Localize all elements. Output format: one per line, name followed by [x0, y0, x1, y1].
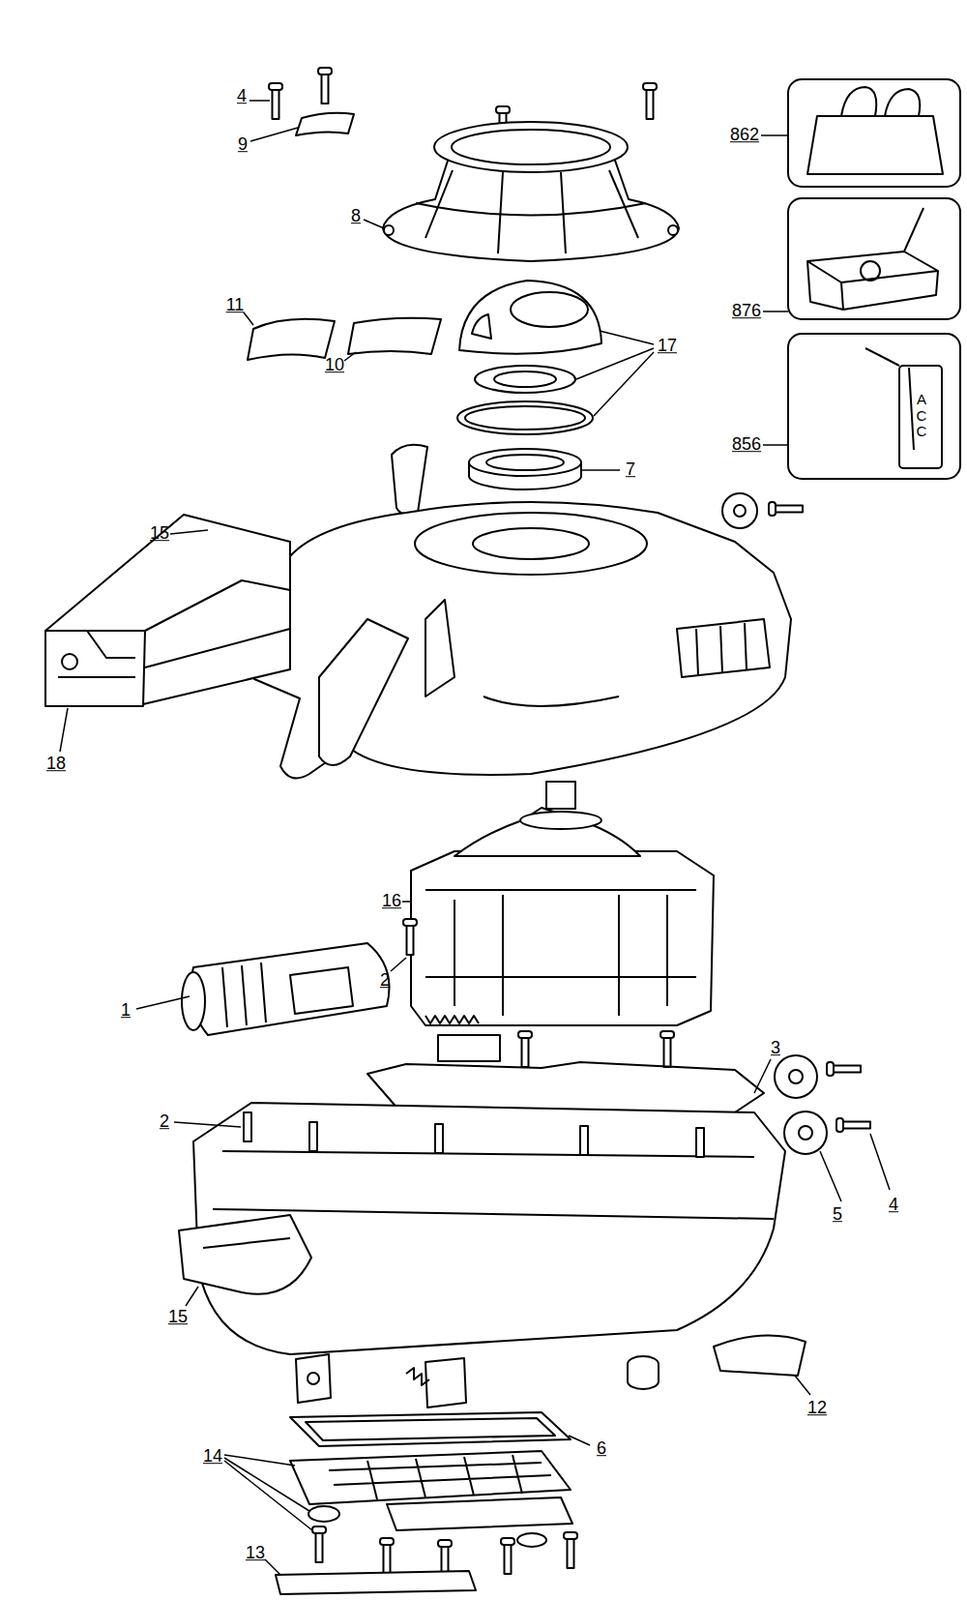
callout-number: 13	[245, 1542, 265, 1564]
callout-number: 3	[770, 1037, 781, 1059]
callout-number: 16	[381, 890, 402, 912]
callout-number: 876	[732, 300, 762, 323]
callout-number: 17	[657, 335, 677, 357]
callout-number: 1	[120, 999, 131, 1022]
tag-text: ACC	[914, 391, 930, 440]
callout-number: 7	[625, 459, 636, 481]
callout-number: 856	[732, 434, 762, 456]
callout-number: 6	[596, 1437, 607, 1460]
callout-number: 862	[730, 124, 760, 147]
callout-number: 14	[203, 1445, 223, 1467]
callout-number: 18	[46, 753, 66, 775]
callout-number: 4	[236, 86, 247, 108]
callout-number: 11	[226, 294, 245, 317]
callout-number: 12	[807, 1397, 827, 1419]
callout-number: 8	[351, 205, 361, 228]
callout-number: 10	[324, 354, 345, 377]
callout-number: 15	[149, 523, 170, 545]
callout-number: 15	[168, 1306, 188, 1328]
callout-number: 9	[237, 134, 248, 156]
callout-number: 4	[888, 1194, 899, 1216]
callout-number: 5	[832, 1203, 843, 1226]
callout-number: 2	[159, 1111, 170, 1133]
callout-number: 2	[380, 969, 390, 992]
